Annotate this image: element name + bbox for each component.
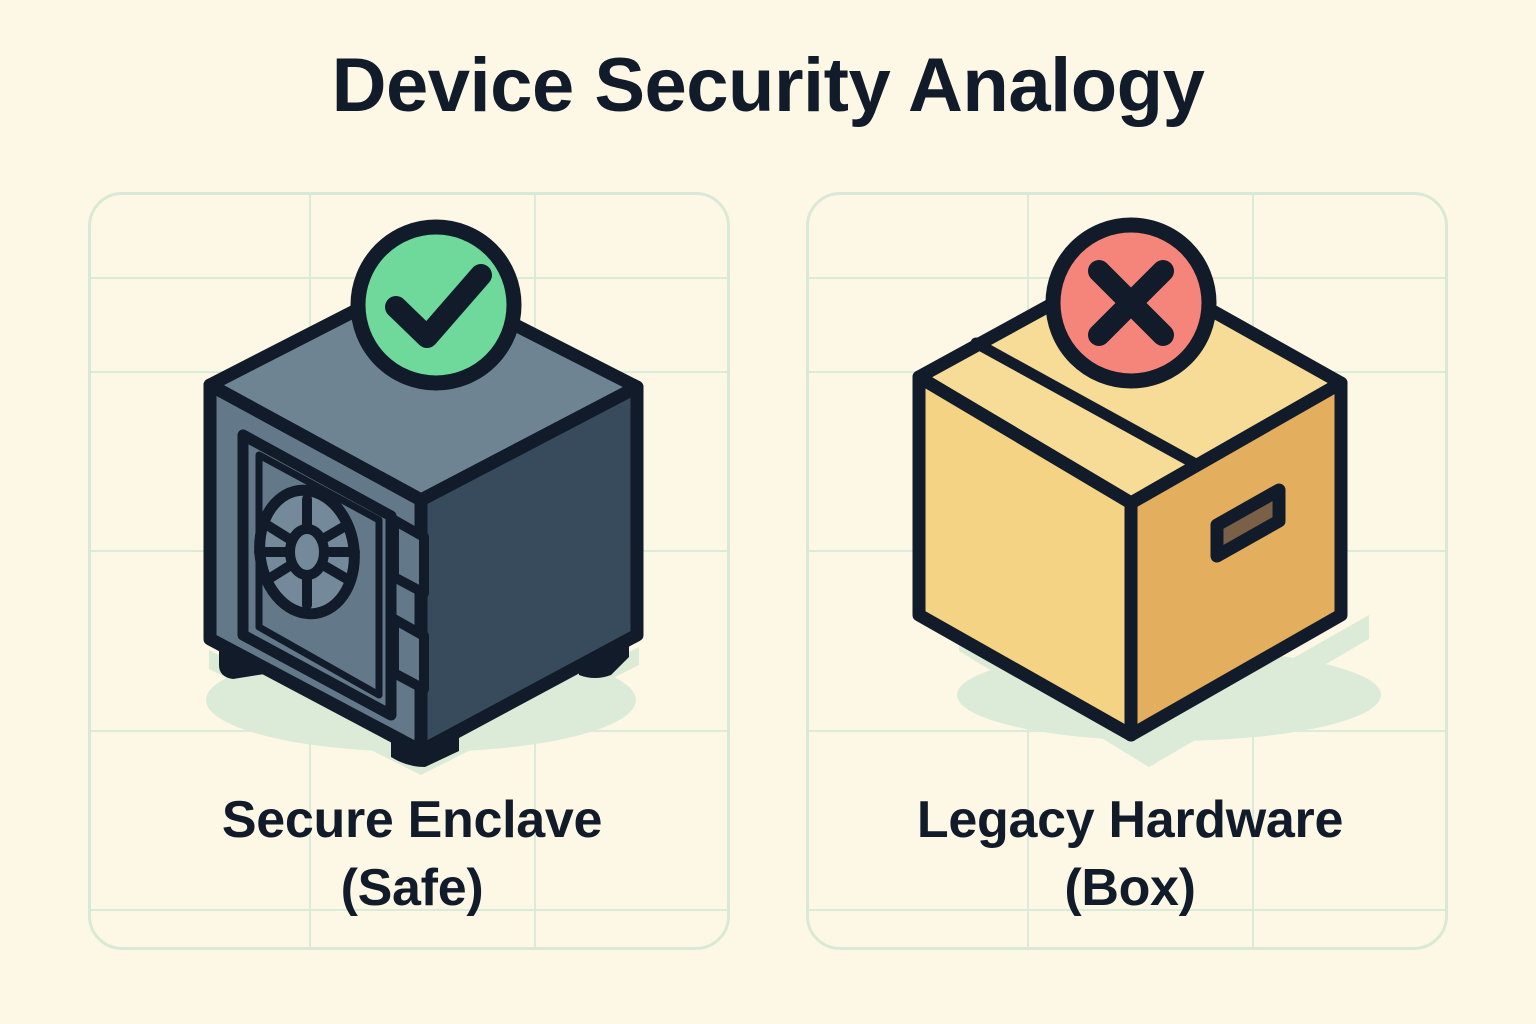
hinge-lower: [389, 614, 429, 694]
box-handle-slot: [1210, 483, 1286, 563]
box-flap-seam: [970, 337, 1207, 473]
caption-line-1: Legacy Hardware: [916, 791, 1344, 849]
check-circle-icon: [350, 219, 522, 391]
caption-legacy-hardware: Legacy Hardware (Box): [809, 787, 1445, 922]
caption-line-2: (Box): [1064, 858, 1196, 917]
page-title: Device Security Analogy: [331, 43, 1205, 128]
x-circle-icon: [1045, 217, 1217, 389]
box-side-face: [1124, 376, 1348, 742]
box-illustration: [912, 217, 1381, 767]
caption-secure-enclave: Secure Enclave (Safe): [91, 787, 727, 922]
safe-illustration: [203, 219, 644, 775]
caption-line-1: Secure Enclave: [221, 791, 603, 849]
x-mark: [1088, 260, 1174, 346]
panel-legacy-hardware: Legacy Hardware (Box): [806, 192, 1448, 950]
hinge-upper: [389, 515, 429, 598]
panel-secure-enclave: Secure Enclave (Safe): [88, 192, 730, 950]
safe-combination-dial: [254, 484, 360, 620]
check-mark: [385, 264, 492, 348]
caption-line-2: (Safe): [340, 858, 484, 917]
